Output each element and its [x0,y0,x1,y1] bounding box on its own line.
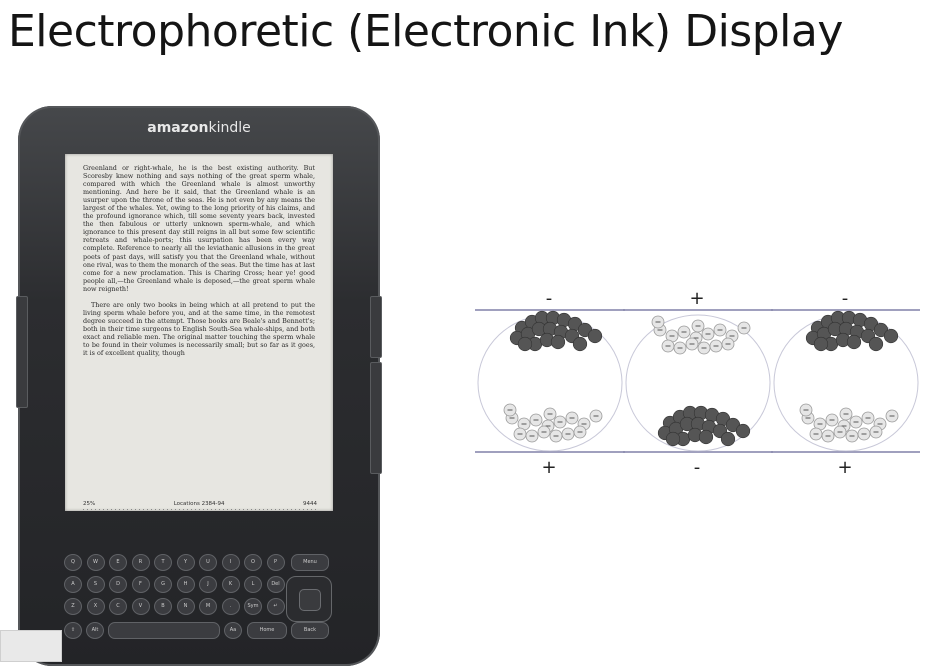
key-home: Home [247,622,287,639]
reading-percent: 25% [83,501,96,507]
black-particle [813,336,829,352]
key-b: B [154,598,172,615]
key-s: S [86,576,105,593]
black-particle [883,328,899,344]
key-del: Del [266,576,285,593]
key-n: N [176,598,195,615]
brand-amazon: amazon [147,120,209,136]
key-: . [221,598,240,615]
key-r: R [131,554,150,571]
reading-total: 9444 [303,501,317,507]
key-shift: ⇧ [64,622,82,639]
key-z: Z [64,598,82,615]
right-page-button-upper [370,296,382,358]
kindle-brand-logo: amazonkindle [18,120,380,136]
left-page-button [16,296,28,408]
book-paragraph-2: There are only two books in being which … [83,300,315,358]
reading-progress-dots [83,509,317,510]
key-u: U [199,554,217,571]
slide-title: Electrophoretic (Electronic Ink) Display [8,6,843,57]
key-: ↵ [266,598,285,615]
key-alt: Alt [86,622,104,639]
key-j: J [199,576,217,593]
black-particle [517,336,533,352]
black-particle [550,334,566,350]
key-c: C [109,598,127,615]
top-electrode-sign-3: - [842,290,849,309]
key-t: T [154,554,172,571]
key-space [108,622,220,639]
five-way-center [299,589,321,611]
kindle-screen: Greenland or right-whale, he is the best… [65,154,333,511]
key-aa: Aa [224,622,242,639]
key-w: W [86,554,105,571]
key-q: Q [64,554,82,571]
black-particle [720,431,736,447]
key-v: V [131,598,150,615]
key-back: Back [291,622,329,639]
black-particle [698,429,714,445]
key-p: P [266,554,285,571]
key-menu: Menu [291,554,329,571]
black-particle [665,431,681,447]
reading-status-bar: 25% Locations 2384-94 9444 [83,501,317,507]
corner-object [0,630,62,662]
key-x: X [86,598,105,615]
key-i: I [221,554,240,571]
five-way-controller [286,576,332,622]
top-electrode-sign-1: - [546,290,553,309]
book-page-text: Greenland or right-whale, he is the best… [83,164,315,365]
brand-kindle: kindle [208,120,251,136]
key-m: M [199,598,217,615]
reading-location: Locations 2384-94 [173,501,225,507]
book-paragraph-1: Greenland or right-whale, he is the best… [83,164,315,293]
top-electrode-sign-2: + [689,290,704,309]
key-y: Y [176,554,195,571]
key-k: K [221,576,240,593]
key-f: F [131,576,150,593]
key-l: L [244,576,262,593]
key-sym: Sym [244,598,262,615]
black-particle [587,328,603,344]
key-a: A [64,576,82,593]
black-particle [846,334,862,350]
key-g: G [154,576,172,593]
key-e: E [109,554,127,571]
black-particle [868,336,884,352]
key-d: D [109,576,127,593]
bottom-electrode-sign-1: + [541,457,556,478]
black-particle [735,423,751,439]
right-page-button-lower [370,362,382,474]
bottom-electrode-sign-2: - [694,457,701,478]
key-h: H [176,576,195,593]
kindle-device-illustration: amazonkindle Greenland or right-whale, h… [16,106,382,666]
microcapsule-2 [625,314,771,452]
black-particle [572,336,588,352]
key-o: O [244,554,262,571]
bottom-electrode-sign-3: + [837,457,852,478]
electrophoretic-cells-diagram: - + + - - + [475,290,920,478]
